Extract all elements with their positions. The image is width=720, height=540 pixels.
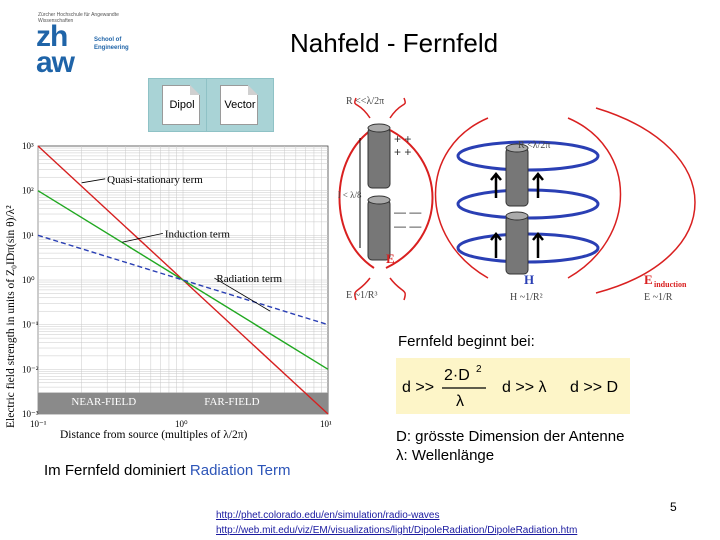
page-number: 5 [670, 500, 677, 514]
series-line-1 [37, 190, 329, 370]
x-tick-label: 10⁰ [175, 419, 188, 429]
series-label-0: Quasi-stationary term [107, 174, 203, 186]
label-E-induction-sub: induction [654, 280, 687, 289]
label-r-lt2: R <λ/2π [518, 140, 551, 151]
dipole-field-diagram: + + + + — — — — R <<λ/2π l < λ/8 E E ~1/… [338, 96, 696, 303]
dim-line-d: D: grösste Dimension der Antenne [396, 428, 625, 445]
chart-xlabel: Distance from source (multiples of λ/2π) [60, 429, 248, 441]
mit-link[interactable]: http://web.mit.edu/viz/EM/visualizations… [216, 525, 578, 536]
dimension-explanation: D: grösste Dimension der Antenne λ: Well… [396, 427, 624, 465]
formula-numerator: 2·D [444, 367, 470, 384]
logo-mark: zh aw [36, 20, 75, 79]
svg-text:+ +: + + [394, 145, 411, 159]
dominiert-term: Radiation Term [189, 462, 291, 479]
label-H: H [524, 272, 534, 287]
far-field-label: FAR-FIELD [204, 396, 259, 408]
series-label-1: Induction term [165, 228, 231, 240]
formula-exponent: 2 [476, 364, 482, 375]
dipol-file-icon[interactable]: Dipol [148, 78, 216, 132]
fernfeld-beginnt-text: Fernfeld beginnt bei: [398, 333, 535, 350]
near-far-band [38, 392, 328, 414]
y-tick-label: 10⁻² [22, 364, 39, 374]
label-l: l < λ/8 [338, 190, 362, 200]
document-icon [162, 85, 200, 125]
logo-school: School of Engineering [94, 36, 154, 52]
y-tick-label: 10¹ [22, 230, 34, 240]
chart-gridlines [37, 146, 328, 415]
vector-file-label: Vector [224, 99, 256, 111]
formula-denominator: λ [456, 393, 464, 410]
static-dipole: + + + + — — — — [338, 97, 434, 301]
svg-text:— —: — — [394, 219, 421, 233]
phet-link[interactable]: http://phet.colorado.edu/en/simulation/r… [216, 510, 440, 521]
induction-dipole [434, 107, 696, 294]
formula-middle: d >> λ [502, 379, 546, 396]
svg-text:+ +: + + [394, 132, 411, 146]
logo-school-line1: School of [94, 37, 122, 43]
logo-school-line2: Engineering [94, 45, 129, 51]
y-tick-label: 10⁻¹ [22, 320, 39, 330]
logo-mark-top: zh [36, 20, 68, 53]
reference-links: http://phet.colorado.edu/en/simulation/r… [216, 508, 577, 538]
series-line-2 [37, 234, 329, 326]
label-E-prop: E ~1/R³ [346, 290, 377, 301]
y-tick-label: 10² [22, 186, 34, 196]
slide-title: Nahfeld - Fernfeld [290, 28, 499, 58]
label-E-induction-prop: E ~1/R [644, 292, 673, 303]
x-tick-label: 10⁻¹ [30, 419, 47, 429]
x-tick-label: 10¹ [320, 419, 332, 429]
near-field-label: NEAR-FIELD [71, 396, 136, 408]
label-E: E [386, 251, 395, 266]
field-strength-chart: NEAR-FIELD FAR-FIELD 10⁻¹ 10⁰ 10¹ 10³ 10² 10¹… [5, 141, 332, 441]
chart-series [37, 145, 329, 415]
series-label-arrow-0 [81, 178, 106, 184]
series-label-arrow-2 [214, 277, 271, 312]
y-tick-label: 10⁰ [22, 275, 35, 285]
dominiert-prefix: Im Fernfeld dominiert [44, 462, 190, 479]
fernfeld-formula: d >> 2·D 2 λ d >> λ d >> D [396, 358, 630, 414]
chart-ticks: 10⁻¹ 10⁰ 10¹ 10³ 10² 10¹ 10⁰ 10⁻¹ 10⁻² 10⁻³ [22, 141, 332, 429]
formula-lhs: d >> [402, 379, 434, 396]
y-tick-label: 10⁻³ [22, 409, 39, 419]
zhaw-logo: Zürcher Hochschule für Angewandte Wissen… [36, 8, 146, 88]
dominiert-text: Im Fernfeld dominiert Radiation Term [44, 462, 291, 479]
label-H-prop: H ~1/R² [510, 292, 543, 303]
label-r-lt: R <<λ/2π [346, 96, 384, 107]
svg-text:— —: — — [394, 205, 421, 219]
series-label-2: Radiation term [216, 273, 282, 285]
vector-file-icon[interactable]: Vector [206, 78, 274, 132]
label-E-induction: E [644, 272, 653, 287]
dim-line-lambda: λ: Wellenlänge [396, 447, 495, 464]
logo-tiny-text: Zürcher Hochschule für Angewandte Wissen… [38, 12, 119, 24]
y-tick-label: 10³ [22, 141, 34, 151]
logo-mark-bottom: aw [36, 46, 75, 79]
formula-right: d >> D [570, 379, 618, 396]
chart-ylabel: Electric field strength in units of Z₀ID… [5, 205, 17, 428]
dipol-file-label: Dipol [169, 99, 195, 111]
series-label-arrow-1 [121, 232, 163, 243]
document-icon [220, 85, 258, 125]
